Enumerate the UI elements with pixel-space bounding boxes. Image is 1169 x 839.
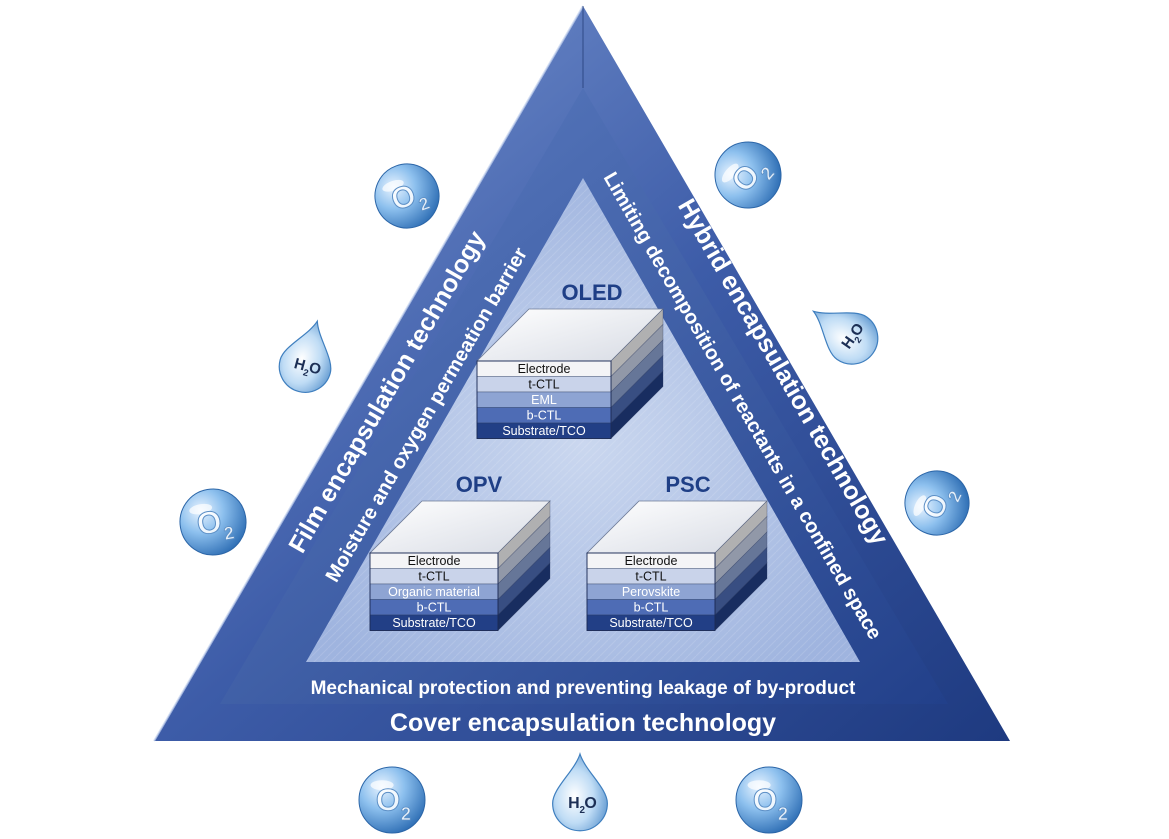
psc-title: PSC — [665, 472, 710, 497]
oled-layer-label: b-CTL — [527, 408, 562, 422]
water-subscript: 2 — [852, 335, 863, 345]
bubble-body — [904, 470, 970, 536]
oled-layer-label: EML — [531, 393, 557, 407]
oxygen-symbol: O — [753, 783, 777, 818]
oxygen-symbol: O — [194, 503, 224, 542]
opv-layer-label: Organic material — [388, 585, 480, 599]
water-subscript: 2 — [302, 367, 310, 378]
oxygen-subscript: 2 — [401, 804, 411, 824]
bubble-highlight — [913, 495, 927, 516]
oxygen-symbol: O — [376, 783, 400, 818]
opv-title: OPV — [456, 472, 503, 497]
psc-layer-label: Substrate/TCO — [609, 616, 693, 630]
oled-layer-label: t-CTL — [528, 377, 559, 391]
psc-front-outline — [586, 552, 716, 631]
opv-layer-label: b-CTL — [417, 600, 452, 614]
bubble-body — [714, 141, 782, 209]
cover-encapsulation-label: Cover encapsulation technology — [390, 709, 776, 737]
water-symbol: H — [292, 355, 307, 374]
bubble-body — [374, 163, 440, 229]
water-drop-icon: H2O — [811, 310, 879, 365]
drop-body — [552, 752, 608, 832]
psc-layer-label: b-CTL — [634, 600, 669, 614]
bubble-highlight — [189, 503, 213, 515]
water-subscript: 2 — [580, 805, 586, 816]
drop-body — [811, 310, 879, 365]
oled-layer-label: Electrode — [518, 362, 571, 376]
outer-band-highlight — [153, 5, 584, 742]
oxygen-subscript: 2 — [222, 522, 235, 543]
bubble-highlight — [747, 780, 771, 791]
oled-front-outline — [476, 360, 612, 439]
psc-layer-label: Perovskite — [622, 585, 680, 599]
bubble-highlight — [370, 780, 394, 791]
oxygen-bubble-icon: O2 — [374, 163, 440, 229]
water-symbol: H — [568, 795, 580, 812]
oled-title: OLED — [561, 280, 622, 305]
opv-layer-label: t-CTL — [418, 569, 449, 583]
mechanical-protection-label: Mechanical protection and preventing lea… — [311, 678, 856, 699]
psc-layer-label: Electrode — [625, 554, 678, 568]
psc-layer-label: t-CTL — [635, 569, 666, 583]
bubble-highlight — [721, 163, 739, 183]
oled-layer-label: Substrate/TCO — [502, 424, 586, 438]
opv-front-outline — [369, 552, 499, 631]
opv-layer-label: Electrode — [408, 554, 461, 568]
opv-layer-label: Substrate/TCO — [392, 616, 476, 630]
water-suffix: O — [307, 359, 323, 379]
drop-body — [278, 319, 332, 393]
oxygen-bubble-icon: O2 — [904, 470, 970, 536]
water-drop-icon: H2O — [278, 319, 332, 393]
water-suffix: O — [584, 795, 596, 812]
oxygen-bubble-icon: O2 — [714, 141, 782, 209]
oxygen-subscript: 2 — [778, 804, 788, 824]
oxygen-bubble-icon: O2 — [179, 488, 247, 556]
bubble-highlight — [382, 179, 404, 192]
